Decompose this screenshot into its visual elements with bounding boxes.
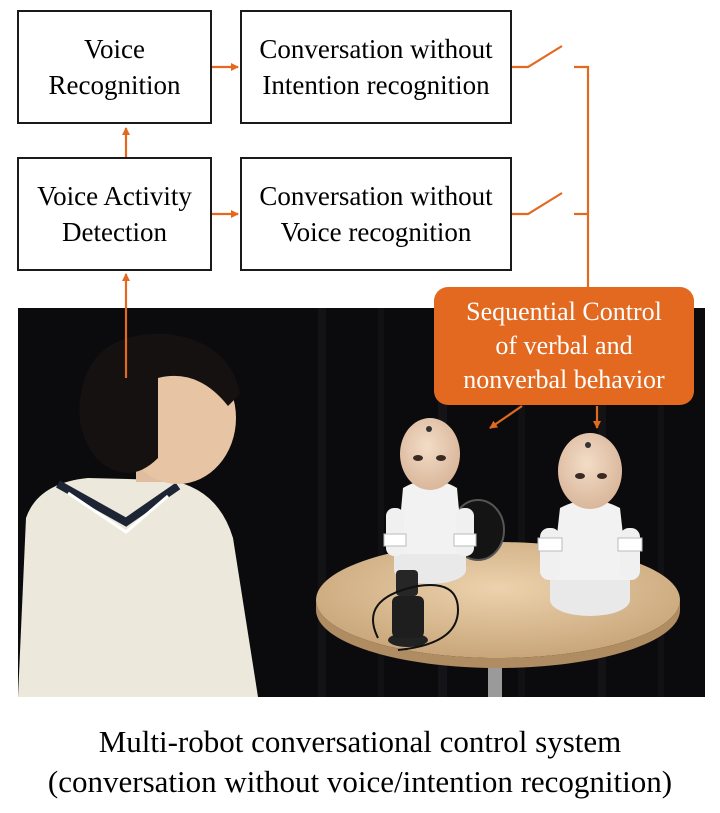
box-label: Conversation without (259, 181, 493, 211)
box-label: Voice (84, 34, 145, 64)
voice-recognition-box: Voice Recognition (17, 10, 212, 124)
conversation-without-intention-box: Conversation without Intention recogniti… (240, 10, 512, 124)
control-bus (574, 65, 590, 287)
conversation-without-voice-box: Conversation without Voice recognition (240, 157, 512, 271)
scene-illustration (18, 308, 680, 697)
callout-line: nonverbal behavior (463, 365, 665, 394)
switch-intention (512, 45, 563, 69)
table-camera (372, 570, 460, 651)
box-label: Voice recognition (280, 217, 472, 247)
box-label: Detection (62, 217, 167, 247)
robot-left (383, 418, 477, 584)
box-label: Intention recognition (262, 70, 490, 100)
figure-caption: Multi-robot conversational control syste… (0, 722, 720, 802)
caption-line: Multi-robot conversational control syste… (98, 724, 622, 759)
robot-right (537, 433, 643, 616)
person (18, 333, 258, 697)
sequential-control-callout: Sequential Control of verbal and nonverb… (434, 287, 694, 405)
switch-voice (512, 192, 563, 216)
callout-line: of verbal and (495, 331, 633, 360)
caption-line: (conversation without voice/intention re… (47, 764, 673, 799)
box-label: Voice Activity (37, 181, 192, 211)
box-label: Recognition (48, 70, 181, 100)
box-label: Conversation without (259, 34, 493, 64)
voice-activity-detection-box: Voice Activity Detection (17, 157, 212, 271)
callout-line: Sequential Control (466, 297, 662, 326)
